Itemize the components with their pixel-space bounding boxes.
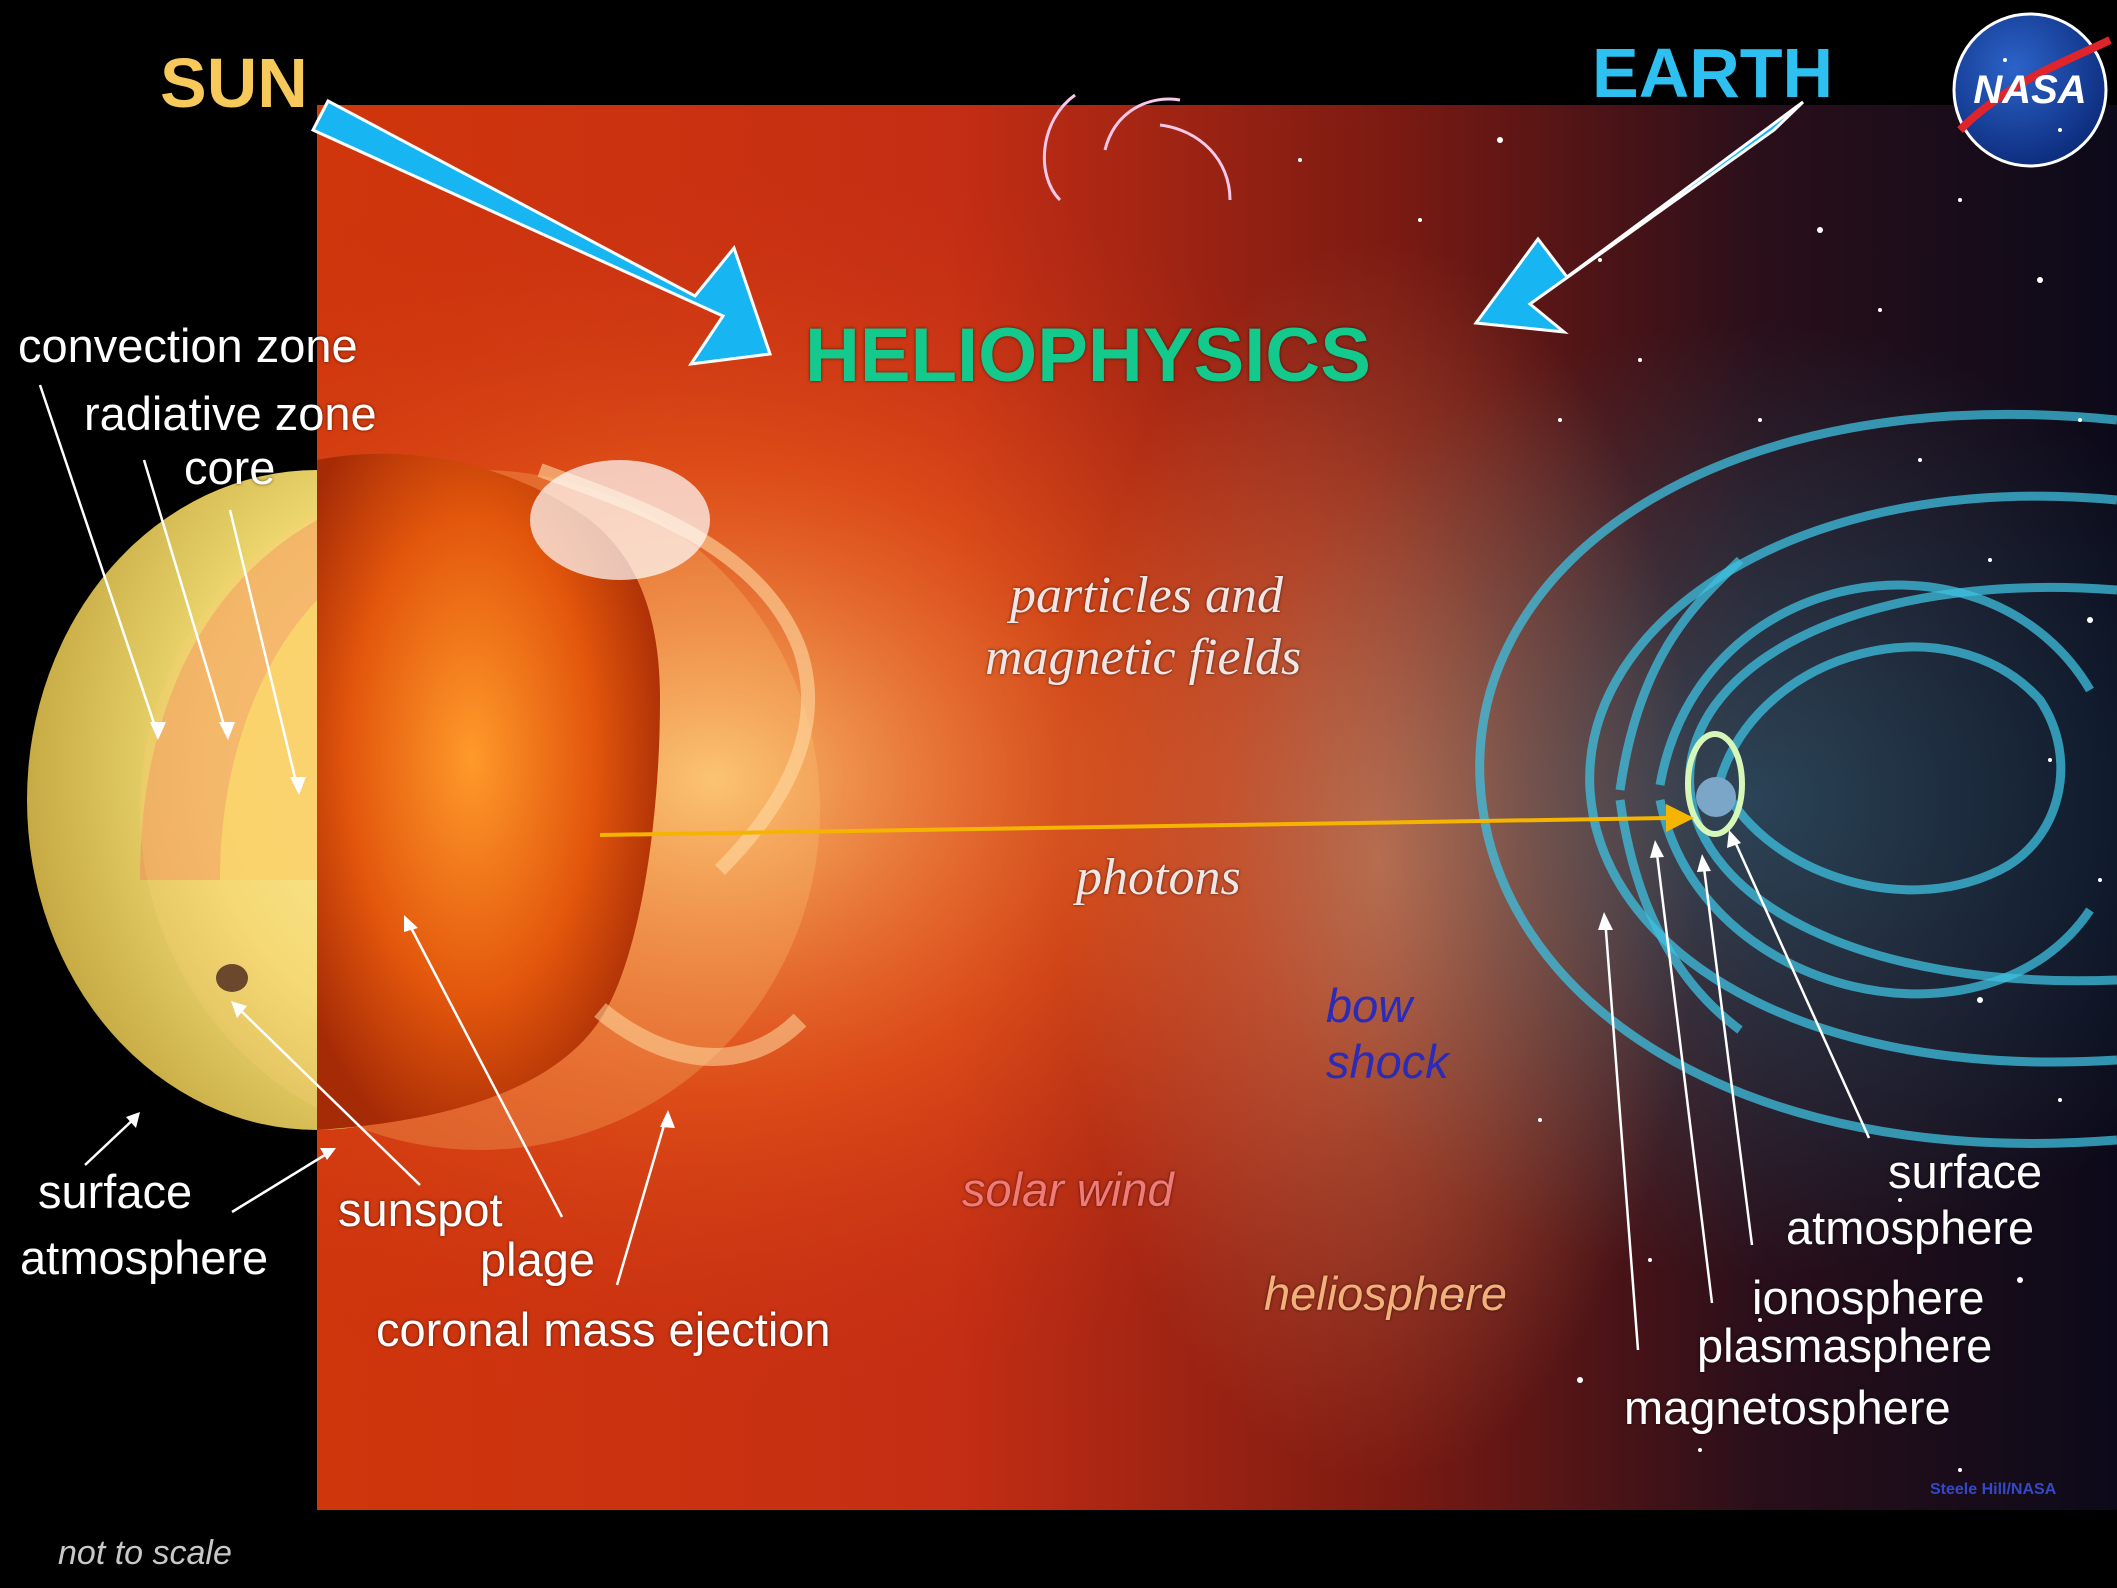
heliophysics-title: HELIOPHYSICS xyxy=(805,313,1371,398)
label-atmosphere-right: atmosphere xyxy=(1786,1201,2035,1254)
photon-arrowhead xyxy=(1666,804,1694,832)
label-radiative-zone: radiative zone xyxy=(84,387,377,440)
label-particles-line2: magnetic fields xyxy=(985,629,1302,686)
photon-arrow xyxy=(599,816,1671,837)
sunspot-mark xyxy=(216,964,248,992)
label-sunspot: sunspot xyxy=(338,1183,503,1236)
label-ionosphere: ionosphere xyxy=(1752,1271,1985,1324)
label-coronal-mass-ejection: coronal mass ejection xyxy=(376,1303,831,1356)
label-bow-shock-line1: bow xyxy=(1326,979,1413,1032)
not-to-scale-note: not to scale xyxy=(58,1534,232,1572)
label-solar-wind: solar wind xyxy=(962,1163,1174,1216)
label-bow-shock-line2: shock xyxy=(1326,1035,1449,1088)
label-plasmasphere: plasmasphere xyxy=(1697,1319,1993,1372)
label-core: core xyxy=(184,441,276,494)
label-heliosphere: heliosphere xyxy=(1264,1267,1508,1320)
sun-to-heliophysics-arrow xyxy=(310,98,773,366)
earth-to-heliophysics-arrow xyxy=(1473,100,1805,334)
nasa-logo: NASA xyxy=(1952,12,2112,168)
leader-lines xyxy=(38,384,1871,1351)
earth xyxy=(1685,731,1745,837)
leader-arrowheads xyxy=(126,722,1741,1160)
decorative-arcs xyxy=(1042,93,1232,202)
earth-heading: EARTH xyxy=(1592,34,1834,112)
sun-sphere xyxy=(140,453,820,1150)
label-photons: photons xyxy=(1076,849,1241,906)
label-convection-zone: convection zone xyxy=(18,319,358,372)
image-credit: Steele Hill/NASA xyxy=(1930,1481,2057,1498)
label-surface-right: surface xyxy=(1888,1145,2043,1198)
earth-highlight-ring xyxy=(1685,731,1745,837)
label-surface-left: surface xyxy=(38,1165,193,1218)
magnetosphere-glow xyxy=(1230,320,2117,1280)
nasa-logo-text: NASA xyxy=(1973,68,2086,112)
label-atmosphere-left: atmosphere xyxy=(20,1231,269,1284)
label-particles-line1: particles and xyxy=(1010,567,1283,624)
label-magnetosphere: magnetosphere xyxy=(1624,1381,1951,1434)
magnetic-field-lines xyxy=(1475,409,2117,1148)
label-plage: plage xyxy=(480,1233,595,1286)
sun-heading: SUN xyxy=(160,44,308,122)
